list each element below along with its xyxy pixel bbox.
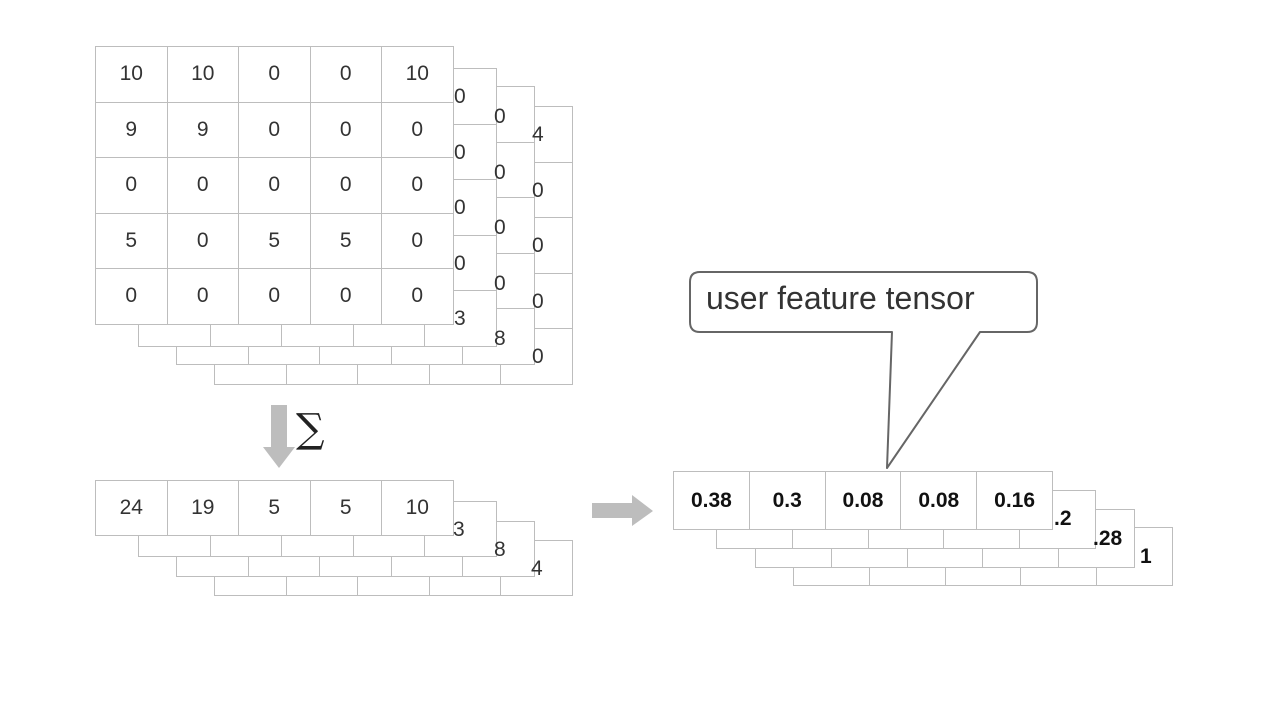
- matrix-cell: 0: [96, 158, 168, 214]
- matrix-cell: 0: [382, 213, 454, 269]
- matrix-cell-hidden: [501, 218, 573, 274]
- tensor-cell: 0.08: [901, 472, 978, 530]
- matrix-cell-hidden: [463, 198, 535, 254]
- tensor-cell: 0.08: [825, 472, 902, 530]
- matrix-peek-value: 0: [532, 289, 544, 313]
- sum-row-peek-4: 4: [531, 557, 543, 580]
- matrix-peek-value: 0: [454, 196, 466, 219]
- matrix-peek-value: 3: [454, 307, 466, 330]
- matrix-peek-value: 0: [494, 160, 506, 184]
- matrix-cell: 10: [167, 47, 239, 103]
- matrix-cell-hidden: [425, 235, 497, 291]
- matrix-cell: 9: [167, 102, 239, 158]
- matrix-cell: 10: [96, 47, 168, 103]
- matrix-cell: 0: [239, 47, 311, 103]
- matrix-peek-value: 4: [532, 123, 544, 146]
- tensor-cell: 0.38: [674, 472, 750, 530]
- matrix-cell: 0: [382, 269, 454, 325]
- matrix-cell: 0: [310, 269, 382, 325]
- matrix-peek-value: 8: [494, 327, 506, 350]
- matrix-peek-value: 0: [454, 140, 466, 164]
- sum-cell-hidden: [501, 541, 573, 596]
- matrix-cell: 0: [239, 158, 311, 214]
- sum-cell-hidden: [425, 502, 497, 557]
- matrix-cell-hidden: [501, 162, 573, 218]
- sum-row-peek-2: 3: [453, 518, 465, 541]
- down-arrow-icon: [263, 405, 295, 468]
- tensor-cell-hidden: [1059, 510, 1135, 568]
- matrix-cell: 10: [382, 47, 454, 103]
- matrix-peek-value: 0: [532, 345, 544, 368]
- sum-cell: 10: [382, 481, 454, 536]
- matrix-cell: 0: [239, 269, 311, 325]
- sum-cell: 5: [310, 481, 382, 536]
- matrix-peek-value: 0: [532, 178, 544, 202]
- matrix-peek-value: 0: [532, 234, 544, 257]
- matrix-cell: 0: [382, 102, 454, 158]
- matrix-cell: 0: [167, 269, 239, 325]
- matrix-cell: 0: [382, 158, 454, 214]
- right-arrow-icon: [592, 495, 653, 526]
- matrix-cell: 0: [96, 269, 168, 325]
- matrix-peek-value: 0: [494, 271, 506, 295]
- matrix-cell-hidden: [501, 273, 573, 329]
- matrix-cell-hidden: [463, 142, 535, 198]
- matrix-cell-hidden: [425, 124, 497, 180]
- sum-cell: 24: [96, 481, 168, 536]
- matrix-cell-hidden: [425, 291, 497, 347]
- matrix-cell: 9: [96, 102, 168, 158]
- callout-label: user feature tensor: [706, 280, 975, 316]
- matrix-cell: 5: [310, 213, 382, 269]
- matrix-cell: 0: [239, 102, 311, 158]
- matrix-peek-value: 0: [454, 85, 466, 108]
- matrix-cell-hidden: [501, 107, 573, 163]
- sum-cell: 5: [239, 481, 311, 536]
- tensor-cell: 0.16: [977, 472, 1053, 530]
- tensor-cell-hidden: [1020, 491, 1096, 549]
- matrix-peek-value: 0: [494, 216, 506, 239]
- matrix-cell: 0: [310, 102, 382, 158]
- matrix-cell: 0: [310, 47, 382, 103]
- tensor-peek-3: .28: [1093, 527, 1123, 550]
- matrix-cell: 0: [167, 158, 239, 214]
- tensor-cell: 0.3: [749, 472, 826, 530]
- matrix-cell-hidden: [463, 87, 535, 143]
- matrix-cell-hidden: [463, 309, 535, 365]
- sum-symbol: ∑: [296, 406, 325, 452]
- sum-cell: 19: [167, 481, 239, 536]
- tensor-cell-hidden: [1097, 528, 1173, 586]
- matrix-cell: 0: [167, 213, 239, 269]
- matrix-cell: 5: [239, 213, 311, 269]
- sum-cell-hidden: [463, 522, 535, 577]
- matrix-cell: 0: [310, 158, 382, 214]
- tensor-peek-4: 1: [1140, 545, 1152, 568]
- matrix-cell-hidden: [425, 180, 497, 236]
- matrix-peek-value: 0: [494, 105, 506, 128]
- matrix-cell-hidden: [425, 69, 497, 125]
- matrix-peek-value: 0: [454, 251, 466, 275]
- matrix-cell-hidden: [463, 253, 535, 309]
- sum-row-peek-3: 8: [494, 538, 506, 561]
- matrix-cell: 5: [96, 213, 168, 269]
- tensor-peek-2: .2: [1054, 507, 1072, 530]
- matrix-cell-hidden: [501, 329, 573, 385]
